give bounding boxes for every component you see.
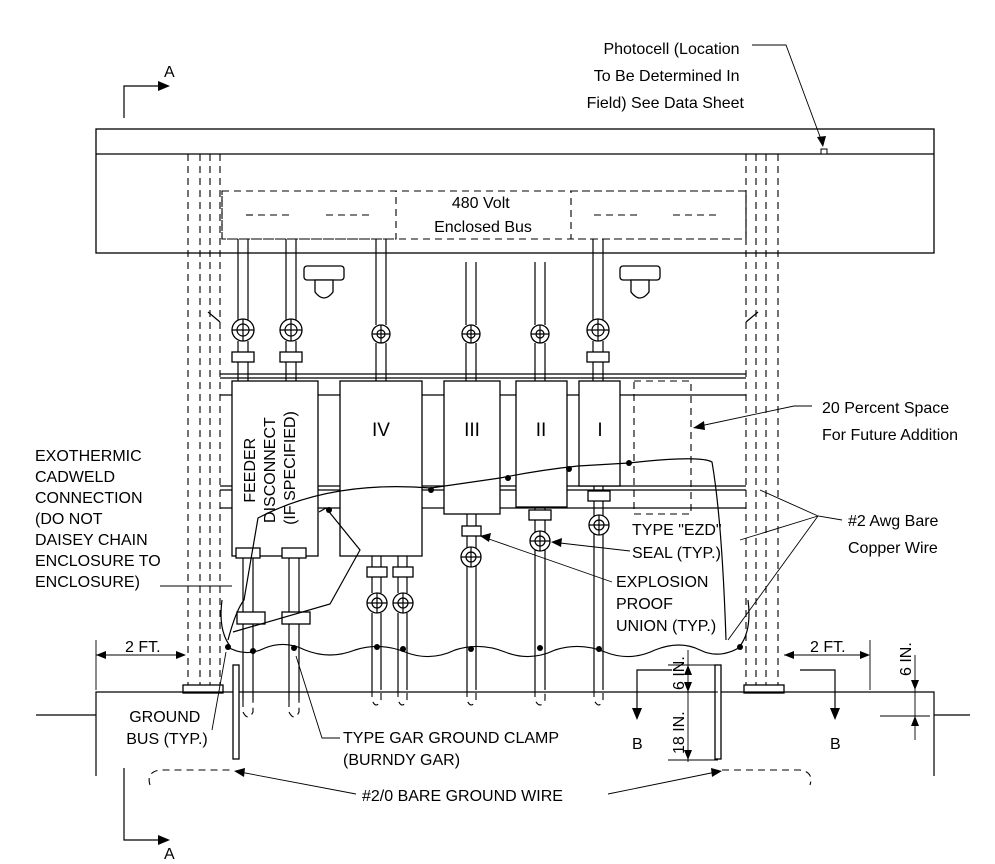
dim-2ft-left: 2 FT. — [95, 639, 186, 690]
exothermic-callout: EXOTHERMIC CADWELD CONNECTION (DO NOT DA… — [35, 448, 232, 591]
bare-copper-wire — [227, 458, 727, 641]
ground-clamp-callout: TYPE GAR GROUND CLAMP (BURNDY GAR) — [295, 655, 563, 769]
enclosure-iii: III — [443, 380, 501, 515]
seal-icon — [279, 318, 303, 342]
ground-clamp-label: TYPE GAR GROUND CLAMP (BURNDY GAR) — [343, 730, 563, 769]
ground-wire-label: #2/0 BARE GROUND WIRE — [362, 788, 563, 805]
enclosure-ii-label: II — [536, 420, 547, 441]
ground-bus-label: GROUND BUS (TYP.) — [126, 709, 208, 748]
seal-icon — [530, 324, 550, 344]
enclosed-bus-label: 480 Volt Enclosed Bus — [434, 195, 532, 236]
light-fixture-right — [619, 265, 661, 299]
future-space-outline — [633, 380, 692, 515]
enclosure-iv: IV — [339, 380, 423, 557]
enclosure-i-label: I — [597, 420, 602, 441]
future-space-label: 20 Percent Space For Future Addition — [822, 400, 958, 444]
dim-6in-center-label: 6 IN. — [671, 656, 688, 690]
photocell-callout: Photocell (Location To Be Determined In … — [587, 41, 826, 147]
seal-icon — [392, 592, 414, 614]
dim-6in-18in-center: 6 IN. 18 IN. — [668, 650, 718, 762]
future-space-callout: 20 Percent Space For Future Addition — [693, 400, 958, 444]
enclosure-iv-label: IV — [372, 420, 390, 441]
enclosure-iii-label: III — [464, 420, 480, 441]
seal-icon — [529, 530, 551, 552]
dim-6in-right: 6 IN. — [880, 642, 930, 740]
seal-icon — [461, 324, 481, 344]
seal-icon — [371, 324, 391, 344]
conduits-upper — [231, 239, 610, 381]
ground-bus-wire — [220, 599, 750, 658]
section-a-bottom-label: A — [164, 846, 175, 863]
ground-bus-callout: GROUND BUS (TYP.) — [126, 651, 227, 748]
section-marker-a-bottom: A — [123, 768, 175, 863]
seal-icon — [588, 514, 610, 536]
ground-wire-buried — [148, 769, 812, 786]
photocell-label: Photocell (Location To Be Determined In … — [587, 41, 745, 112]
left-column — [182, 154, 224, 694]
conduits-lower — [235, 486, 611, 718]
photocell-icon — [820, 148, 828, 155]
right-column — [743, 154, 785, 694]
feeder-disconnect-enclosure: FEEDER DISCONNECT (IF SPECIFIED) — [231, 380, 319, 557]
dim-2ft-left-label: 2 FT. — [125, 639, 161, 656]
ground-rod-right — [714, 664, 722, 760]
seal-icon — [366, 592, 388, 614]
section-marker-a-top: A — [123, 64, 175, 118]
dim-6in-right-label: 6 IN. — [898, 642, 915, 676]
seal-icon — [231, 318, 255, 342]
section-marker-b-left: B — [632, 669, 672, 753]
enclosure-ii: II — [515, 380, 568, 508]
bare-copper-callout: #2 Awg Bare Copper Wire — [727, 489, 943, 641]
dim-2ft-right: 2 FT. — [784, 639, 871, 690]
ezd-seal-callout: TYPE "EZD" SEAL (TYP.) — [551, 522, 726, 562]
explosion-union-label: EXPLOSION PROOF UNION (TYP.) — [616, 574, 716, 635]
ground-rod-left — [232, 664, 240, 760]
ezd-seal-label: TYPE "EZD" SEAL (TYP.) — [632, 522, 726, 562]
ground-wire-callout: #2/0 BARE GROUND WIRE — [234, 768, 722, 805]
dim-2ft-right-label: 2 FT. — [810, 639, 846, 656]
feeder-disconnect-label: FEEDER DISCONNECT (IF SPECIFIED) — [242, 411, 299, 525]
enclosure-i: I — [578, 380, 621, 487]
seal-icon — [460, 546, 482, 568]
section-b-right-label: B — [830, 736, 841, 753]
section-a-top-label: A — [164, 64, 175, 81]
seal-icon — [586, 318, 610, 342]
explosion-union-callout: EXPLOSION PROOF UNION (TYP.) — [480, 533, 716, 635]
enclosed-bus: 480 Volt Enclosed Bus — [221, 190, 747, 240]
light-fixture-left — [303, 265, 345, 299]
section-marker-b-right: B — [800, 669, 841, 753]
exothermic-label: EXOTHERMIC CADWELD CONNECTION (DO NOT DA… — [35, 448, 165, 591]
bare-copper-label: #2 Awg Bare Copper Wire — [848, 513, 943, 557]
section-b-left-label: B — [632, 736, 643, 753]
dim-18in-label: 18 IN. — [671, 711, 688, 754]
foundation-slab — [36, 691, 970, 776]
